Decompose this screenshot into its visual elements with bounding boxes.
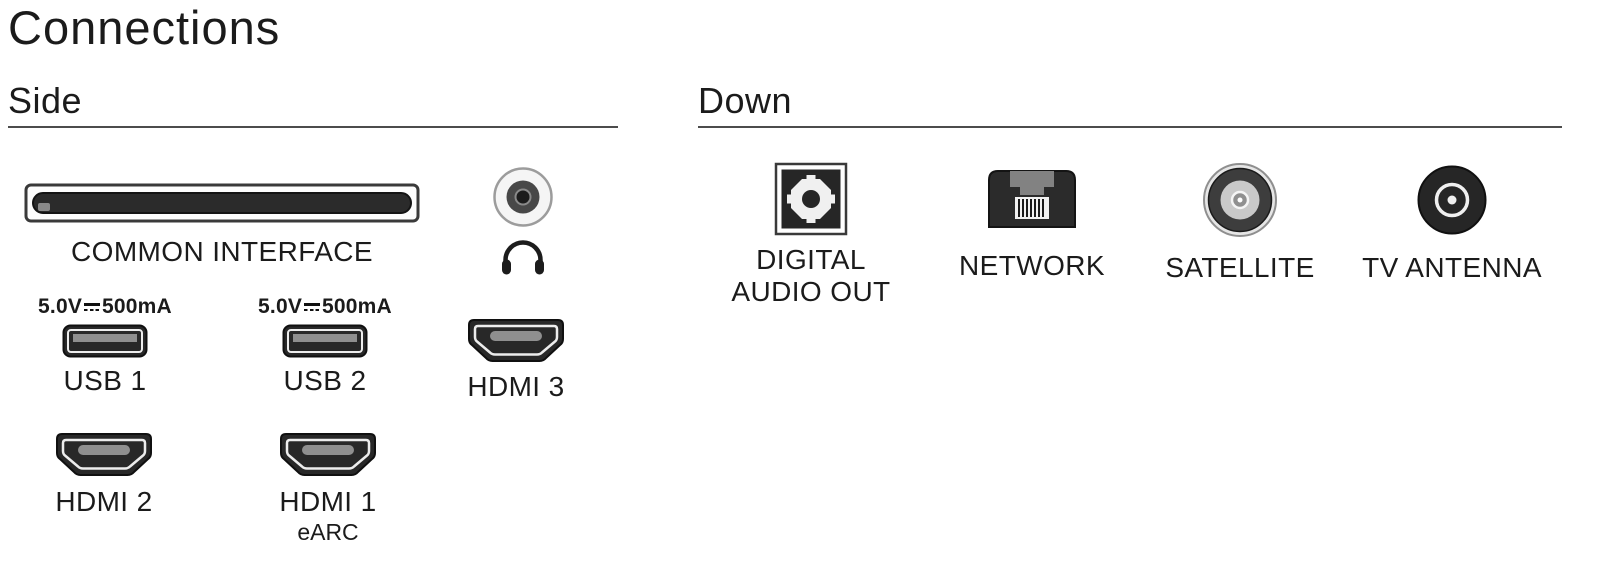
down-section-title: Down [698,80,793,121]
hdmi3-label: HDMI 3 [467,371,565,402]
usb2-power-voltage: 5.0V [258,295,303,318]
satellite-connector-icon [1202,162,1278,238]
hdmi-port-icon [278,431,378,479]
network-label: NETWORK [959,250,1105,281]
usb1-power-rating: 5.0V 500mA [38,295,172,318]
down-section-rule [698,126,1562,128]
usb2-power-current: 500mA [322,295,392,318]
hdmi3-port: HDMI 3 [466,317,566,403]
hdmi1-port: HDMI 1 eARC [278,431,378,545]
usb1-label: USB 1 [63,365,147,397]
optical-audio-icon [774,162,848,236]
hdmi1-label: HDMI 1 [279,486,377,517]
headphones-icon [501,240,545,276]
side-section-title: Side [8,80,83,121]
hdmi-port-icon [54,431,154,479]
usb1-power-voltage: 5.0V [38,295,83,318]
tv-antenna-port: TV ANTENNA [1352,164,1552,284]
headphones-port [492,166,554,276]
ci-card-slot-icon [24,183,420,223]
antenna-connector-icon [1416,164,1488,236]
ethernet-port-icon [984,167,1080,231]
dc-symbol-icon [304,301,321,313]
satellite-port: SATELLITE [1140,162,1340,284]
satellite-label: SATELLITE [1165,252,1315,283]
hdmi2-label: HDMI 2 [55,486,153,517]
usb2-port: 5.0V 500mA USB 2 [235,295,415,397]
dc-symbol-icon [84,301,101,313]
common-interface-label: COMMON INTERFACE [71,236,373,267]
tv-antenna-label: TV ANTENNA [1362,252,1542,283]
digital-audio-out-label-line2: AUDIO OUT [731,276,891,308]
usb1-port: 5.0V 500mA USB 1 [15,295,195,397]
page-title: Connections [8,1,281,54]
side-section-rule [8,126,618,128]
headphones-jack-icon [492,166,554,228]
usb1-power-current: 500mA [102,295,172,318]
network-port: NETWORK [932,167,1132,282]
usb2-label: USB 2 [283,365,367,397]
digital-audio-out-label-line1: DIGITAL [756,244,866,275]
digital-audio-out-port: DIGITAL AUDIO OUT [711,162,911,308]
hdmi-port-icon [466,317,566,365]
usb2-power-rating: 5.0V 500mA [258,295,392,318]
usb-a-port-icon [282,324,368,358]
hdmi2-port: HDMI 2 [54,431,154,518]
usb-a-port-icon [62,324,148,358]
hdmi1-sublabel: eARC [297,519,359,546]
common-interface-port: COMMON INTERFACE [24,183,420,268]
